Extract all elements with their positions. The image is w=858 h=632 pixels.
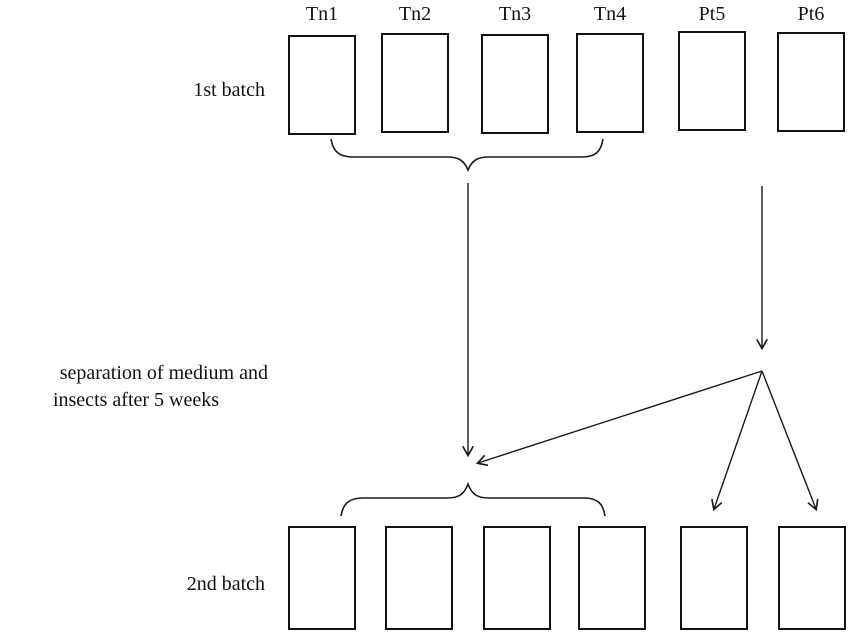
top-brace (330, 138, 604, 173)
batch1-box-tn1 (288, 35, 356, 135)
batch1-box-pt5 (678, 31, 746, 131)
batch1-box-tn4 (576, 33, 644, 133)
batch2-box-2 (385, 526, 453, 630)
batch2-box-4 (578, 526, 646, 630)
column-label-tn1: Tn1 (305, 3, 339, 25)
arrow-fan-to-box6 (761, 370, 819, 512)
batch1-box-tn3 (481, 34, 549, 134)
separation-label-line2: insects after 5 weeks (52, 389, 220, 411)
batch1-box-pt6 (777, 32, 845, 132)
column-label-tn3: Tn3 (498, 3, 532, 25)
batch2-box-5 (680, 526, 748, 630)
separation-label-line1: separation of medium and (59, 362, 268, 384)
arrow-fan-to-box5 (711, 370, 763, 512)
second-batch-label: 2nd batch (186, 573, 265, 595)
arrow-fan-to-tn-batch2 (475, 370, 763, 467)
column-label-tn4: Tn4 (593, 3, 627, 25)
batch2-box-6 (778, 526, 846, 630)
column-label-tn2: Tn2 (398, 3, 432, 25)
column-label-pt6: Pt6 (797, 3, 825, 25)
batch2-box-1 (288, 526, 356, 630)
first-batch-label: 1st batch (193, 79, 265, 101)
separation-label: separation of medium and insects after 5… (0, 360, 272, 414)
bottom-brace (340, 481, 606, 517)
batch1-box-tn2 (381, 33, 449, 133)
batch2-box-3 (483, 526, 551, 630)
column-label-pt5: Pt5 (698, 3, 726, 25)
